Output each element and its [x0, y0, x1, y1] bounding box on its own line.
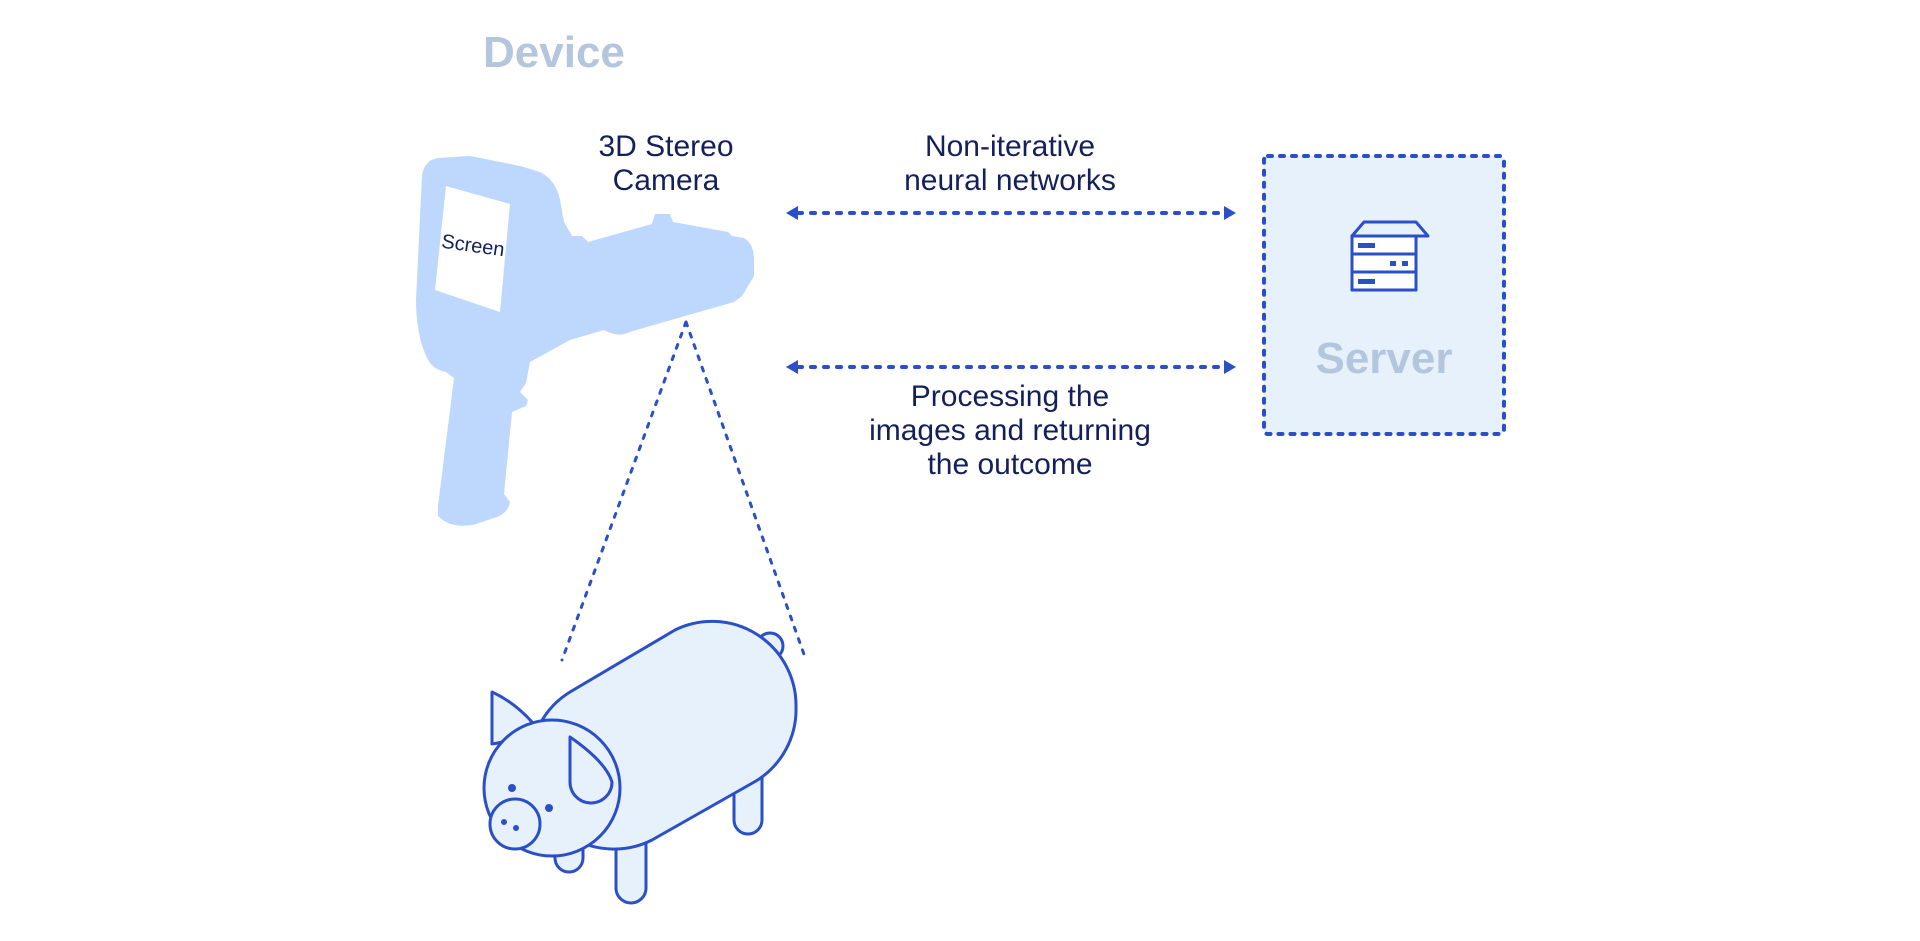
server-title: Server — [1315, 334, 1453, 383]
connection-top-label-line-1: Non-iterative — [924, 130, 1096, 163]
device-screen — [435, 186, 510, 312]
connection-arrow-top — [786, 206, 1236, 220]
camera-label: 3D Stereo Camera — [566, 130, 766, 198]
camera-label-line-2: Camera — [612, 164, 720, 197]
camera-label-line-1: 3D Stereo — [598, 130, 734, 163]
pig-icon — [482, 619, 798, 905]
connection-top-label: Non-iterative neural networks — [860, 130, 1160, 198]
connection-top-label-line-2: neural networks — [904, 164, 1116, 197]
connection-arrow-bottom — [786, 360, 1236, 374]
connection-bottom-label-line-2: images and returning — [869, 414, 1151, 447]
connection-bottom-label: Processing the images and returning the … — [830, 380, 1190, 482]
connection-bottom-label-line-1: Processing the — [910, 380, 1110, 413]
handheld-scanner-icon — [416, 156, 754, 526]
connection-bottom-label-line-3: the outcome — [927, 448, 1093, 481]
server-rack-icon — [1350, 220, 1430, 292]
camera-view-lines — [560, 320, 808, 662]
server-box — [1262, 154, 1506, 436]
device-title: Device — [483, 28, 625, 77]
